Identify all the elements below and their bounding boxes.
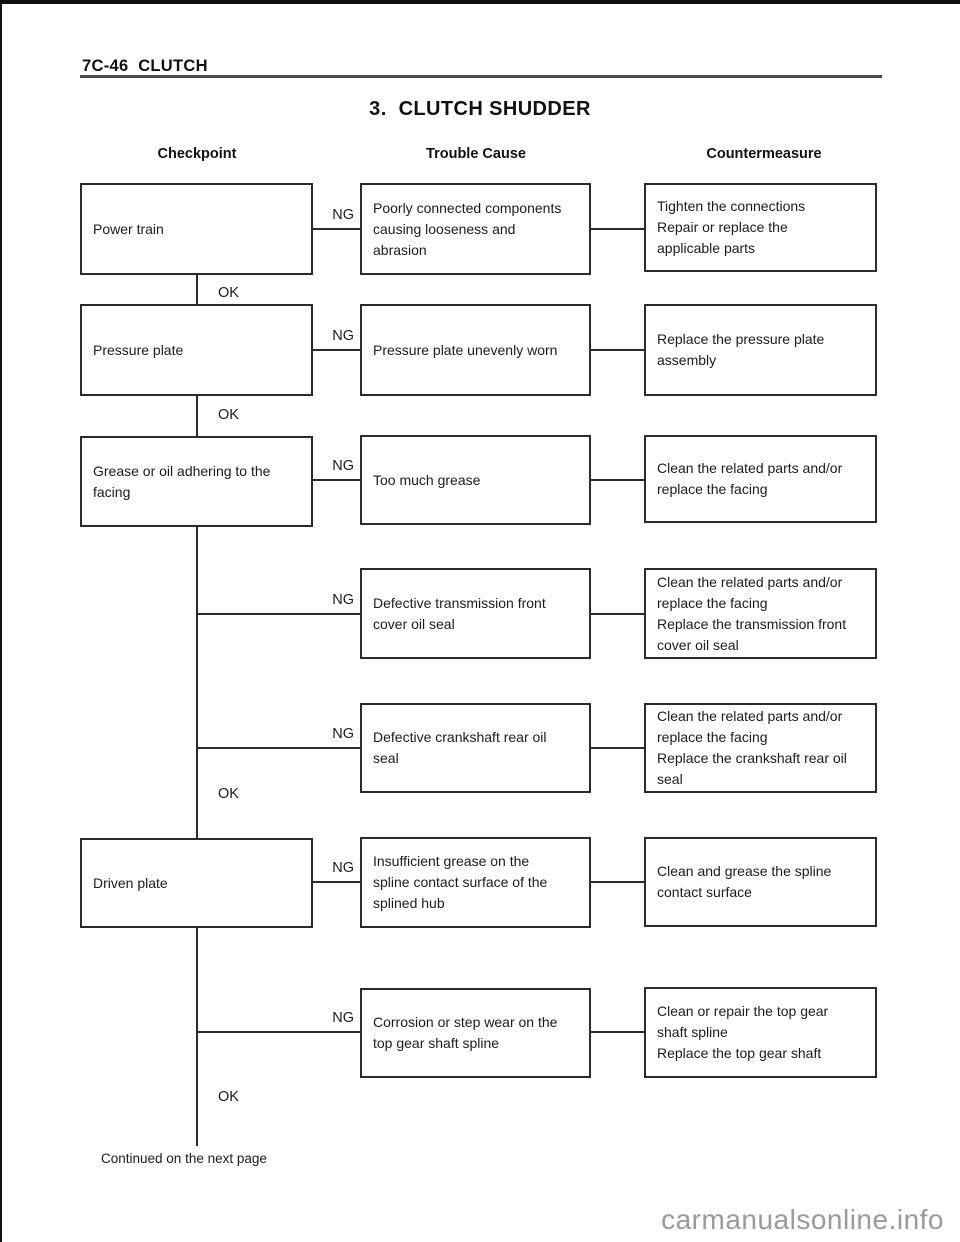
- column-header-checkpoint: Checkpoint: [157, 146, 237, 162]
- ng-label: NG: [332, 328, 354, 344]
- connector-line: [589, 1031, 646, 1033]
- ok-label: OK: [218, 285, 239, 301]
- checkpoint-text: Power train: [93, 220, 164, 237]
- countermeasure-text: Replace the pressure plate assembly: [657, 331, 825, 368]
- countermeasure-text: Clean the related parts and/or replace t…: [657, 460, 843, 497]
- trouble-cause-box: Too much grease: [360, 435, 591, 525]
- ng-label: NG: [332, 860, 354, 876]
- trouble-cause-text: Pressure plate unevenly worn: [373, 341, 558, 358]
- connector-line: [589, 228, 646, 230]
- connector-line: [197, 613, 360, 615]
- header-rule: [80, 75, 882, 78]
- checkpoint-box: Power train: [80, 183, 313, 275]
- flow-line-vertical: [196, 273, 198, 306]
- countermeasure-box: Clean and grease the spline contact surf…: [644, 837, 877, 927]
- countermeasure-text: Clean the related parts and/or replace t…: [657, 708, 847, 787]
- watermark-text: carmanualsonline.info: [661, 1204, 944, 1235]
- section-title: 3. CLUTCH SHUDDER: [369, 98, 591, 120]
- flow-line-vertical: [196, 525, 198, 840]
- ng-label: NG: [332, 592, 354, 608]
- trouble-cause-text: Too much grease: [373, 471, 481, 488]
- countermeasure-box: Clean or repair the top gear shaft splin…: [644, 987, 877, 1078]
- checkpoint-text: Driven plate: [93, 874, 168, 891]
- countermeasure-box: Clean the related parts and/or replace t…: [644, 435, 877, 523]
- countermeasure-box: Replace the pressure plate assembly: [644, 304, 877, 396]
- trouble-cause-box: Defective transmission front cover oil s…: [360, 568, 591, 659]
- countermeasure-text: Clean and grease the spline contact surf…: [657, 863, 832, 900]
- ng-label: NG: [332, 726, 354, 742]
- ng-label: NG: [332, 458, 354, 474]
- trouble-cause-text: Corrosion or step wear on the top gear s…: [373, 1014, 558, 1051]
- checkpoint-box: Grease or oil adhering to the facing: [80, 436, 313, 527]
- checkpoint-box: Pressure plate: [80, 304, 313, 396]
- connector-line: [589, 881, 646, 883]
- page-edge-left: [0, 0, 2, 1242]
- countermeasure-box: Clean the related parts and/or replace t…: [644, 703, 877, 793]
- trouble-cause-text: Poorly connected components causing loos…: [373, 199, 562, 258]
- ok-label: OK: [218, 407, 239, 423]
- connector-line: [311, 479, 360, 481]
- connector-line: [197, 747, 360, 749]
- page-edge-top: [0, 0, 960, 4]
- column-header-countermeasure: Countermeasure: [706, 146, 822, 162]
- trouble-cause-box: Pressure plate unevenly worn: [360, 304, 591, 396]
- trouble-cause-text: Defective transmission front cover oil s…: [373, 594, 546, 632]
- column-header-trouble-cause: Trouble Cause: [426, 146, 526, 162]
- countermeasure-box: Tighten the connections Repair or replac…: [644, 183, 877, 272]
- flow-line-vertical: [196, 925, 198, 1146]
- checkpoint-text: Grease or oil adhering to the facing: [93, 462, 271, 500]
- countermeasure-text: Clean or repair the top gear shaft splin…: [657, 1003, 829, 1061]
- flow-line-vertical: [196, 394, 198, 438]
- checkpoint-text: Pressure plate: [93, 341, 184, 358]
- ok-label: OK: [218, 1089, 239, 1105]
- connector-line: [589, 613, 646, 615]
- connector-line: [311, 881, 360, 883]
- ok-label: OK: [218, 786, 239, 802]
- trouble-cause-box: Insufficient grease on the spline contac…: [360, 837, 591, 928]
- countermeasure-text: Clean the related parts and/or replace t…: [657, 573, 847, 653]
- connector-line: [197, 1031, 360, 1033]
- countermeasure-text: Tighten the connections Repair or replac…: [657, 198, 806, 256]
- page-header: 7C-46 CLUTCH: [82, 57, 208, 75]
- checkpoint-box: Driven plate: [80, 838, 313, 928]
- connector-line: [311, 349, 360, 351]
- connector-line: [311, 228, 360, 230]
- trouble-cause-box: Corrosion or step wear on the top gear s…: [360, 988, 591, 1078]
- connector-line: [589, 349, 646, 351]
- ng-label: NG: [332, 207, 354, 223]
- trouble-cause-box: Defective crankshaft rear oil seal: [360, 703, 591, 793]
- connector-line: [589, 479, 646, 481]
- ng-label: NG: [332, 1010, 354, 1026]
- connector-line: [589, 747, 646, 749]
- trouble-cause-text: Insufficient grease on the spline contac…: [373, 853, 548, 911]
- trouble-cause-text: Defective crankshaft rear oil seal: [373, 729, 547, 766]
- trouble-cause-box: Poorly connected components causing loos…: [360, 183, 591, 275]
- continued-note: Continued on the next page: [101, 1151, 267, 1166]
- countermeasure-box: Clean the related parts and/or replace t…: [644, 568, 877, 659]
